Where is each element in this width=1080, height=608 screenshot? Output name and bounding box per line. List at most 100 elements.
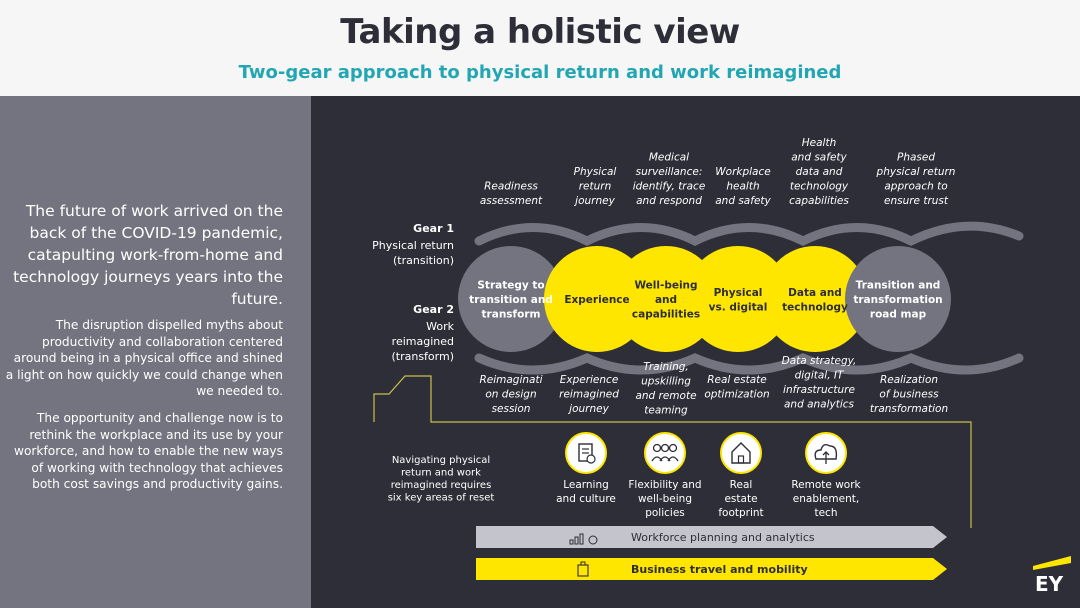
reset-box-line: Navigating physical	[392, 455, 490, 466]
luggage-icon	[577, 561, 589, 577]
bottom-label-line: session	[492, 403, 531, 415]
gear1-line2: (transition)	[393, 254, 454, 267]
stage-circle-shape	[845, 246, 951, 352]
top-label-line: surveillance:	[636, 166, 703, 178]
reset-area-label-line: Remote work	[791, 479, 861, 491]
stage-circle-label: Experience	[564, 294, 629, 306]
reset-area-label-line: Learning	[563, 479, 609, 491]
gear1-arc	[474, 221, 1024, 247]
arrow-bar: Workforce planning and analytics	[476, 526, 947, 548]
top-label-line: Health	[802, 137, 836, 149]
top-label-line: Workplace	[715, 166, 770, 178]
bottom-label-line: reimagined	[559, 389, 619, 401]
stage-circle-label-line: transition and	[469, 294, 553, 306]
bottom-label-line: and analytics	[784, 399, 855, 411]
stage-circle-label: Data and technology	[782, 287, 848, 314]
stage-circle-shape	[685, 246, 791, 352]
gear1-line1: Physical return	[372, 239, 454, 252]
arrow-bar-shape	[476, 558, 947, 580]
bottom-label-line: Experience	[560, 374, 619, 386]
reset-area-label-line: policies	[645, 507, 685, 519]
bottom-label-line: digital, IT	[795, 370, 845, 382]
top-label-line: physical return	[876, 166, 956, 178]
reset-box-text: Navigating physical return and workreimag…	[388, 455, 495, 504]
bottom-label-line: and remote	[635, 390, 696, 402]
bottom-label-line: Data strategy,	[782, 355, 857, 367]
gear1-title: Gear 1	[413, 222, 454, 235]
top-label-line: Physical	[574, 166, 617, 178]
reset-area-label-line: and culture	[556, 493, 616, 505]
stage-circle-label-line: Strategy to	[477, 280, 544, 292]
stage-circle-shape	[762, 246, 868, 352]
bottom-labels: Reimaginati on design session Experience rei…	[479, 355, 948, 417]
top-label-line: and safety	[715, 195, 771, 207]
bottom-label-line: Training,	[643, 361, 689, 373]
top-label: Medical surveillance: identify, trace and r…	[633, 152, 706, 208]
cloud-upload-icon	[805, 432, 847, 474]
stage-circle-label-line: road map	[870, 309, 927, 321]
top-label-line: return	[579, 181, 612, 193]
top-label-line: identify, trace	[633, 181, 706, 193]
reset-area-label-line: estate	[724, 493, 757, 505]
reset-box-line: return and work	[401, 468, 481, 479]
top-label-line: and respond	[636, 195, 702, 207]
top-label-line: approach to	[884, 181, 947, 193]
bottom-label-line: journey	[567, 403, 609, 415]
bottom-label-line: infrastructure	[783, 384, 855, 396]
stage-circle-label-line: technology	[782, 301, 848, 313]
stage-circle	[685, 246, 791, 352]
ey-logo-mark	[1033, 556, 1071, 570]
analytics-chart-icon	[569, 533, 598, 545]
top-label-line: Phased	[897, 152, 935, 164]
stage-circle	[845, 246, 951, 352]
top-label-line: data and	[796, 166, 843, 178]
reset-box-line: reimagined requires	[391, 480, 492, 491]
stage-circle-label-line: transform	[482, 309, 541, 321]
top-label: Health and safety data and technology capabi…	[789, 137, 849, 207]
bottom-label-line: on design	[485, 389, 536, 401]
top-label-line: capabilities	[789, 195, 849, 207]
bottom-arrows: Workforce planning and analyticsBusiness…	[476, 526, 947, 580]
reset-area-label-line: Real	[730, 479, 753, 491]
bottom-label-line: transformation	[870, 403, 948, 415]
top-label-line: Readiness	[484, 181, 538, 193]
stage-circle-label-line: transformation	[853, 294, 942, 306]
arrow-bar: Business travel and mobility	[476, 558, 947, 580]
top-label-line: technology	[790, 181, 849, 193]
document-icon	[565, 432, 607, 474]
bottom-label-line: optimization	[704, 389, 769, 401]
bottom-label-line: Realization	[880, 374, 938, 386]
page-subtitle: Two-gear approach to physical return and…	[238, 62, 842, 83]
stage-circle-label-line: Well-being	[634, 280, 697, 292]
top-label-line: and safety	[791, 152, 847, 164]
bottom-label-line: of business	[879, 389, 939, 401]
gear2-arc	[474, 353, 1024, 375]
stage-circle-label: Strategy to transition and transform	[469, 280, 553, 321]
reset-area-label-line: enablement,	[793, 493, 859, 505]
bottom-label-line: teaming	[644, 405, 688, 417]
stage-circle-label-line: Experience	[564, 294, 629, 306]
ey-logo: EY	[1035, 572, 1064, 596]
stage-circle-label-line: Data and	[788, 287, 842, 299]
bottom-label-line: Reimaginati	[479, 374, 542, 386]
reset-area: Learning and culture	[556, 432, 616, 505]
stage-circles: Strategy to transition and transform Experi…	[458, 246, 951, 352]
reset-box-line: six key areas of reset	[388, 493, 495, 504]
body-paragraph-1: The disruption dispelled myths about pro…	[5, 318, 283, 398]
top-label-line: Medical	[649, 152, 689, 164]
people-group-icon	[644, 432, 686, 474]
lead-paragraph: The future of work arrived on the back o…	[13, 202, 283, 308]
stage-circle	[458, 246, 564, 352]
two-gear-diagram: Gear 1 Physical return (transition) Gear…	[372, 137, 1071, 596]
